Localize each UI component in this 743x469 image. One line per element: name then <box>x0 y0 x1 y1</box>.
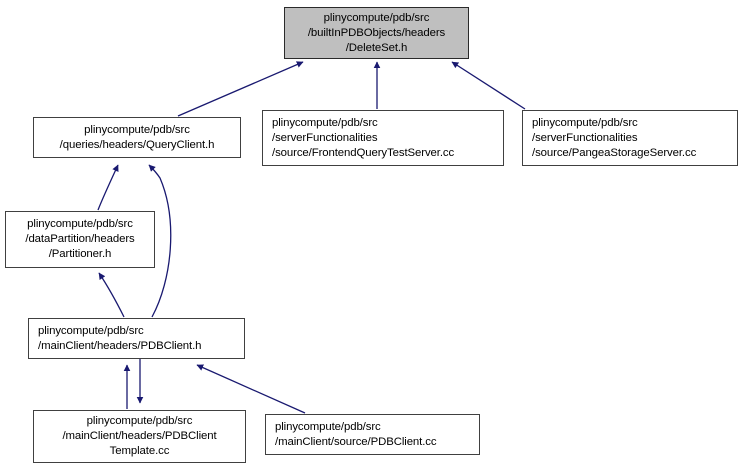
node-pdbclienttemplate-cc[interactable]: plinycompute/pdb/src /mainClient/headers… <box>33 410 246 463</box>
edge-pangeastorageserver-to-deleteset <box>451 61 526 110</box>
node-pdbclient-cc-label: plinycompute/pdb/src /mainClient/source/… <box>275 420 437 448</box>
edge-partitioner-to-queryclient <box>97 164 119 211</box>
node-pangeastorageserver[interactable]: plinycompute/pdb/src /serverFunctionalit… <box>522 110 738 166</box>
node-queryclient-label: plinycompute/pdb/src /queries/headers/Qu… <box>59 123 215 151</box>
node-pdbclient-h[interactable]: plinycompute/pdb/src /mainClient/headers… <box>28 318 245 359</box>
node-queryclient[interactable]: plinycompute/pdb/src /queries/headers/Qu… <box>33 117 241 158</box>
edge-pdbclient-cc-to-pdbclient-h <box>196 364 306 414</box>
node-deleteset-label: plinycompute/pdb/src /builtInPDBObjects/… <box>307 11 446 54</box>
edge-pdbclient-h-to-partitioner <box>98 272 125 318</box>
node-deleteset[interactable]: plinycompute/pdb/src /builtInPDBObjects/… <box>284 7 469 59</box>
node-pdbclient-cc[interactable]: plinycompute/pdb/src /mainClient/source/… <box>265 414 480 455</box>
node-pangeastorageserver-label: plinycompute/pdb/src /serverFunctionalit… <box>532 116 697 159</box>
node-pdbclient-h-label: plinycompute/pdb/src /mainClient/headers… <box>38 324 202 352</box>
node-partitioner[interactable]: plinycompute/pdb/src /dataPartition/head… <box>5 211 155 268</box>
node-pdbclienttemplate-cc-label: plinycompute/pdb/src /mainClient/headers… <box>62 415 217 457</box>
node-partitioner-label: plinycompute/pdb/src /dataPartition/head… <box>25 218 135 260</box>
node-frontendquerytestserver[interactable]: plinycompute/pdb/src /serverFunctionalit… <box>262 110 504 166</box>
edge-queryclient-to-deleteset <box>177 61 304 117</box>
node-frontendquerytestserver-label: plinycompute/pdb/src /serverFunctionalit… <box>272 116 455 159</box>
